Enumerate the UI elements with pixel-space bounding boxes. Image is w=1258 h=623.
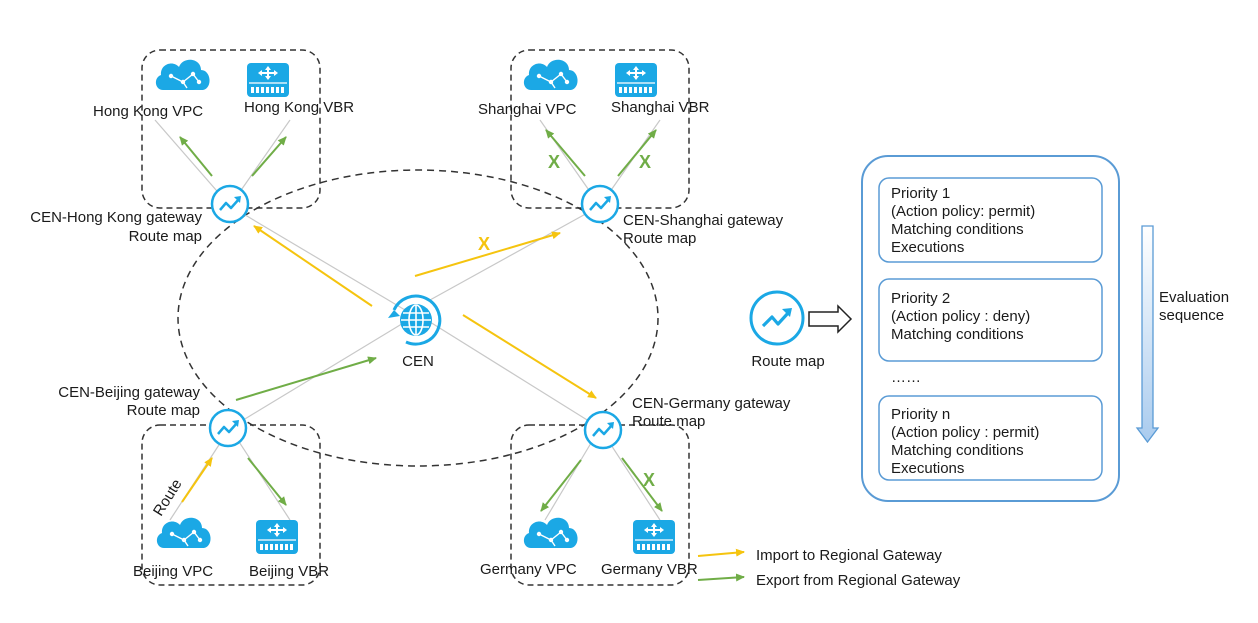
export-arrow-de-vpc: [540, 459, 582, 512]
beijing-vpc-label: Beijing VPC: [133, 563, 213, 580]
block-mark-sh-vbr: X: [639, 152, 651, 172]
hongkong-vbr-router-icon: [246, 62, 290, 98]
germany-gateway-routemap-label: Route map: [632, 413, 705, 430]
block-mark-de-vbr: X: [643, 470, 655, 490]
route-map-icon: [749, 290, 805, 346]
import-arrow-cen-to-hk: [253, 225, 373, 307]
germany-vbr-router-icon: [632, 519, 676, 555]
priority-n-title: Priority n: [891, 406, 950, 423]
beijing-vpc-cloud-icon: [156, 517, 212, 549]
evaluation-down-arrow: [1135, 225, 1160, 444]
route-map-outline-arrow: [808, 304, 853, 334]
hongkong-vbr-label: Hong Kong VBR: [244, 99, 354, 116]
export-arrow-bj-to-cen: [235, 356, 377, 401]
priority-1-executions: Executions: [891, 239, 964, 256]
route-map-label: Route map: [751, 353, 824, 370]
beijing-gateway-routemap-label: Route map: [127, 402, 200, 419]
hongkong-vpc-label: Hong Kong VPC: [93, 103, 203, 120]
priority-n-conditions: Matching conditions: [891, 442, 1024, 459]
export-arrow-sh-vpc: [545, 129, 586, 177]
export-arrow-sh-vbr: [617, 129, 657, 177]
cen-ring: [177, 169, 659, 467]
export-arrow-hk-vbr: [251, 136, 287, 177]
germany-vpc-cloud-icon: [523, 517, 579, 549]
cen-globe-icon: [388, 294, 442, 346]
priority-n-card: [878, 395, 1103, 481]
priority-1-conditions: Matching conditions: [891, 221, 1024, 238]
priority-2-conditions: Matching conditions: [891, 326, 1024, 343]
beijing-gateway-label: CEN-Beijing gateway: [58, 384, 200, 401]
priority-ellipsis: ……: [891, 369, 921, 386]
hongkong-gateway-label: CEN-Hong Kong gateway: [30, 209, 202, 226]
beijing-gateway-route-map-icon: [208, 408, 248, 448]
priority-1-title: Priority 1: [891, 185, 950, 202]
shanghai-vpc-label: Shanghai VPC: [478, 101, 577, 118]
legend-import-arrow: [697, 548, 745, 557]
priority-2-title: Priority 2: [891, 290, 950, 307]
priority-2-card: [878, 278, 1103, 362]
shanghai-gateway-route-map-icon: [580, 184, 620, 224]
export-arrow-hk-vpc: [179, 136, 213, 177]
priority-n-policy: (Action policy : permit): [891, 424, 1039, 441]
shanghai-gateway-routemap-label: Route map: [623, 230, 696, 247]
block-mark-sh-vpc: X: [548, 152, 560, 172]
germany-vbr-label: Germany VBR: [601, 561, 698, 578]
import-arrow-bj-route: [181, 457, 213, 503]
legend-export-label: Export from Regional Gateway: [756, 572, 961, 589]
import-arrow-cen-to-sh: [414, 231, 561, 277]
legend-export-arrow: [697, 573, 745, 582]
export-arrow-de-vbr: [621, 457, 663, 512]
shanghai-vbr-router-icon: [614, 62, 658, 98]
priority-1-policy: (Action policy: permit): [891, 203, 1035, 220]
shanghai-gateway-label: CEN-Shanghai gateway: [623, 212, 784, 229]
hongkong-vpc-cloud-icon: [155, 59, 211, 91]
cen-label: CEN: [402, 353, 434, 370]
legend-import-label: Import to Regional Gateway: [756, 547, 942, 564]
priority-1-card: [878, 177, 1103, 263]
block-mark-cen-sh: X: [478, 234, 490, 254]
beijing-vbr-router-icon: [255, 519, 299, 555]
export-arrow-bj-vbr: [247, 457, 287, 506]
priority-n-executions: Executions: [891, 460, 964, 477]
beijing-route-label: Route: [150, 476, 186, 519]
germany-gateway-route-map-icon: [583, 410, 623, 450]
shanghai-vbr-label: Shanghai VBR: [611, 99, 710, 116]
germany-gateway-label: CEN-Germany gateway: [632, 395, 791, 412]
hongkong-gateway-route-map-icon: [210, 184, 250, 224]
priority-2-policy: (Action policy : deny): [891, 308, 1030, 325]
evaluation-label-line2: sequence: [1159, 307, 1224, 324]
evaluation-label-line1: Evaluation: [1159, 289, 1229, 306]
germany-vpc-label: Germany VPC: [480, 561, 577, 578]
beijing-vbr-label: Beijing VBR: [249, 563, 329, 580]
hongkong-gateway-routemap-label: Route map: [129, 228, 202, 245]
import-arrow-cen-to-de: [462, 314, 597, 399]
shanghai-vpc-cloud-icon: [523, 59, 579, 91]
